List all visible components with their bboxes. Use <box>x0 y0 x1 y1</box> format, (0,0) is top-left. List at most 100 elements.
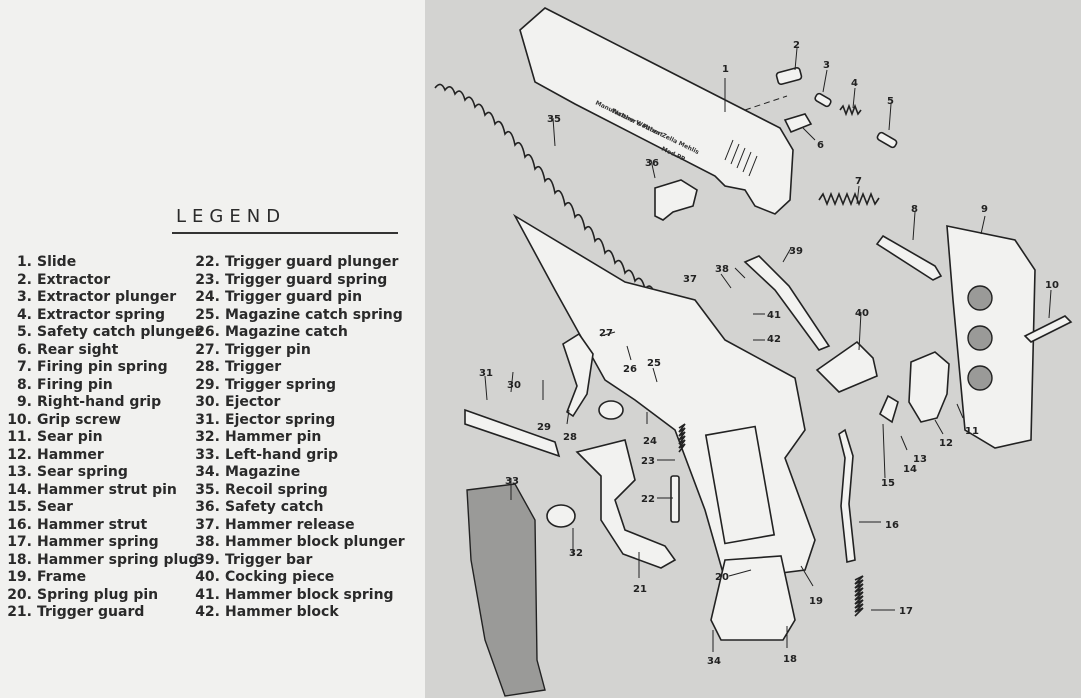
legend-item-name: Extractor spring <box>37 306 166 323</box>
sear <box>878 394 899 424</box>
legend-item-number: 17. <box>7 534 32 550</box>
legend-item: 10.Grip screw <box>6 412 202 430</box>
hammer-spring <box>854 575 864 617</box>
slide <box>519 7 794 215</box>
legend-item: 32.Hammer pin <box>194 429 405 447</box>
callout-label: 38 <box>715 264 729 275</box>
legend-item-number: 15. <box>7 499 32 515</box>
legend-item-name: Extractor plunger <box>37 289 177 305</box>
legend-item-number: 3. <box>16 289 32 305</box>
legend-item-number: 16. <box>7 516 32 533</box>
callout-label: 37 <box>683 274 697 285</box>
trigger-guard-plunger <box>670 475 680 523</box>
legend-item: 5.Safety catch plunger <box>6 324 202 342</box>
legend-item-number: 39. <box>195 551 220 568</box>
legend-item: 2.Extractor <box>6 272 202 290</box>
legend-item-name: Slide <box>37 254 77 270</box>
legend-item-name: Sear <box>37 499 73 515</box>
legend-item: 20. Spring plug pin <box>6 587 202 605</box>
legend-item-name: Sear spring <box>37 464 128 480</box>
legend-item-name: Magazine <box>225 464 301 480</box>
legend-item-name: Ejector <box>225 394 281 410</box>
legend-item-name: Safety catch <box>225 499 324 515</box>
callout-label: 12 <box>939 438 953 449</box>
legend-item-number: 25. <box>195 306 220 323</box>
legend-item-name: Spring plug pin <box>37 586 159 603</box>
legend-item-name: Safety catch plunger <box>37 324 202 340</box>
hammer <box>908 351 950 423</box>
legend-item-name: Hammer block spring <box>225 586 394 603</box>
legend-item: 22.Trigger guard plunger <box>194 254 405 272</box>
callout-label: 21 <box>633 584 647 595</box>
callout-label: 3 <box>823 60 830 71</box>
leader-lines <box>484 47 1052 652</box>
callout-label: 1 <box>722 64 729 75</box>
legend-item: 15. Sear <box>6 499 202 517</box>
legend-item-name: Magazine catch <box>225 324 348 340</box>
legend-item: 9.Right-hand grip <box>6 394 202 412</box>
callout-label: 6 <box>817 140 824 151</box>
legend-item-number: 14. <box>7 481 32 498</box>
legend-item-name: Sear pin <box>37 429 103 445</box>
legend-item-number: 9. <box>16 394 32 410</box>
legend-item: 3. Extractor plunger <box>6 289 202 307</box>
legend-item-name: Extractor <box>37 271 111 288</box>
legend-item: 35.Recoil spring <box>194 482 405 500</box>
callout-label: 42 <box>767 334 781 345</box>
safety-catch <box>654 179 698 221</box>
legend-item: 18. Hammer spring plug <box>6 552 202 570</box>
legend-item-name: Firing pin spring <box>37 359 168 375</box>
firing-pin-spring <box>818 191 880 207</box>
legend-item-name: Trigger guard <box>37 604 145 620</box>
legend-item: 27.Trigger pin <box>194 342 405 360</box>
extractor-spring <box>839 103 862 117</box>
legend-item-number: 6. <box>16 341 32 358</box>
legend-item-name: Hammer spring <box>37 534 159 550</box>
callout-label: 25 <box>647 358 661 369</box>
legend-item-number: 35. <box>195 481 220 498</box>
legend-item: 30. Ejector <box>194 394 405 412</box>
trigger-guard <box>575 439 677 569</box>
legend-item: 41.Hammer block spring <box>194 587 405 605</box>
grip-hole-3 <box>967 365 993 391</box>
callout-label: 19 <box>809 596 823 607</box>
callout-label: 26 <box>623 364 637 375</box>
legend-item-name: Trigger guard plunger <box>225 254 399 270</box>
legend-item-number: 36. <box>195 499 220 515</box>
legend-item-name: Trigger guard pin <box>225 289 363 305</box>
legend-item-number: 23. <box>195 271 220 288</box>
legend-item: 29.Trigger spring <box>194 377 405 395</box>
cocking-piece <box>815 340 878 393</box>
legend-item-name: Firing pin <box>37 376 113 393</box>
legend-item: 39.Trigger bar <box>194 552 405 570</box>
legend-item-number: 1. <box>16 254 32 270</box>
legend-item-name: Cocking piece <box>225 569 335 585</box>
callout-label: 15 <box>881 478 895 489</box>
firing-pin <box>875 234 943 281</box>
legend-item-number: 20. <box>7 586 32 603</box>
diagram-canvas: Manufacture Walther Zella Mehlis Walther… <box>434 7 1073 697</box>
legend-item: 14. Hammer strut pin <box>6 482 202 500</box>
legend-item-name: Hammer spring plug <box>37 551 199 568</box>
legend-item: 13.Sear spring <box>6 464 202 482</box>
legend-item: 8. Firing pin <box>6 377 202 395</box>
legend-item-number: 18. <box>7 551 32 568</box>
ejector <box>464 408 561 458</box>
grip-hole-2 <box>967 325 993 351</box>
legend-item-number: 26. <box>195 324 220 340</box>
legend-item-number: 8. <box>16 376 32 393</box>
hammer-pin <box>546 504 576 528</box>
magazine-catch <box>598 400 624 420</box>
legend-item-name: Trigger spring <box>225 376 337 393</box>
legend-item-number: 27. <box>195 341 220 358</box>
legend-item: 38.Hammer block plunger <box>194 534 405 552</box>
legend-item: 24.Trigger guard pin <box>194 289 405 307</box>
legend-item-number: 30. <box>195 394 220 410</box>
legend-title: LEGEND <box>176 206 287 227</box>
legend-item: 17. Hammer spring <box>6 534 202 552</box>
legend-item-name: Hammer strut pin <box>37 481 177 498</box>
legend-item-name: Hammer strut <box>37 516 148 533</box>
safety-catch-plunger <box>876 131 898 149</box>
legend-item-name: Hammer release <box>225 516 355 533</box>
